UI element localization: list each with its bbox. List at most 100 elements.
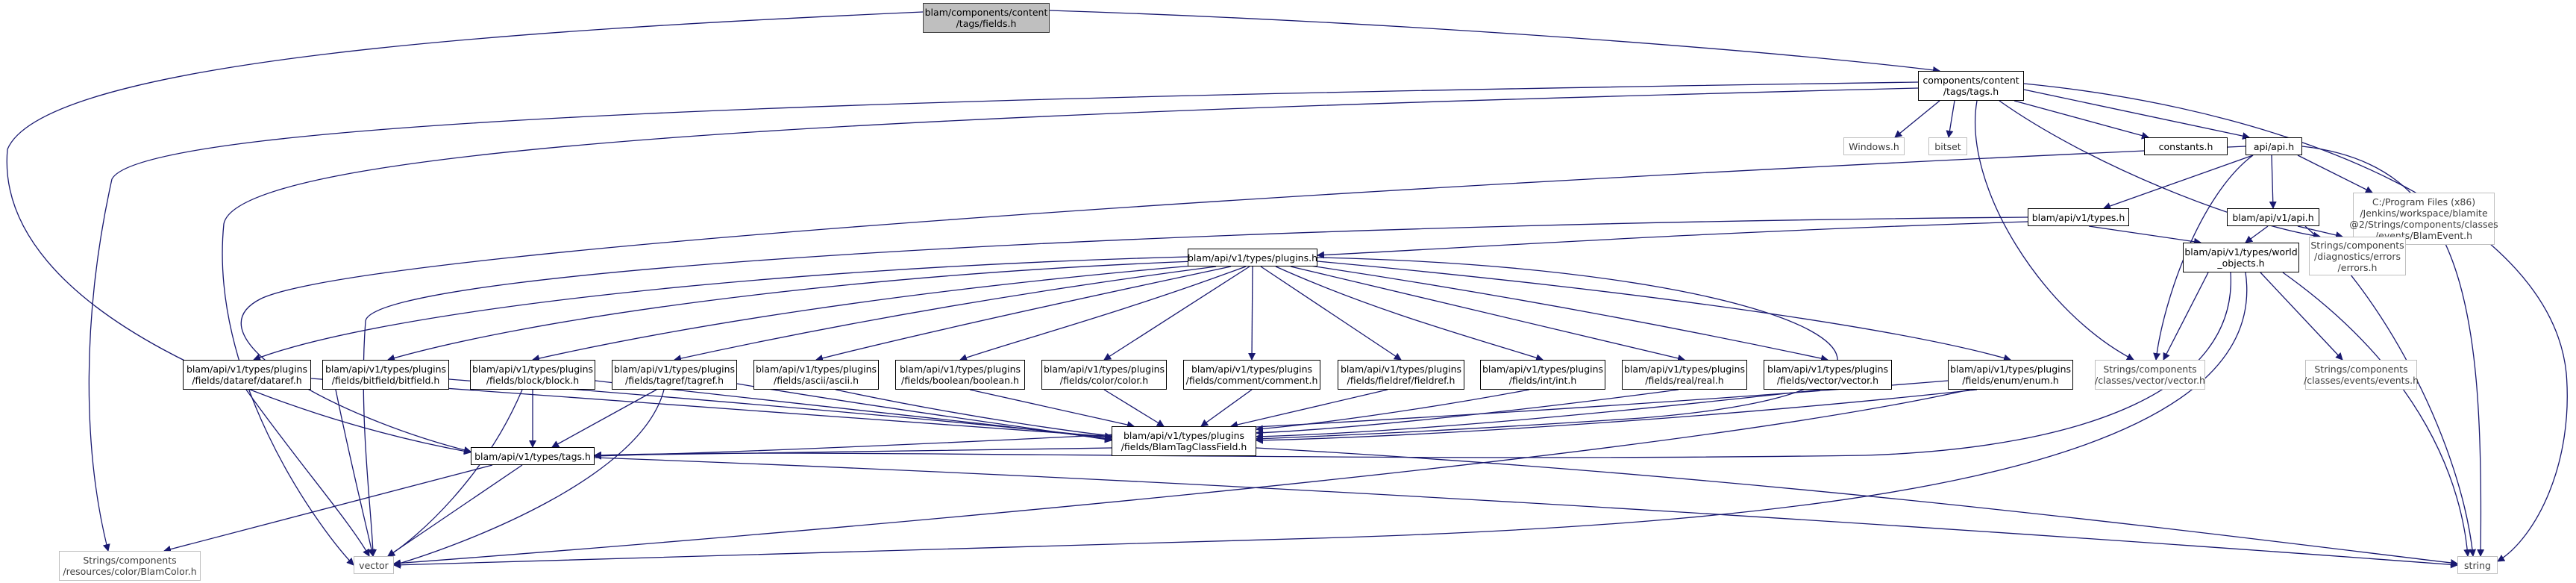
node-apiv1-types-h[interactable]: blam/api/v1/types.h (2028, 208, 2129, 226)
node-enum-h[interactable]: blam/api/v1/types/plugins/fields/enum/en… (1948, 360, 2073, 390)
node-vector: vector (354, 556, 394, 574)
node-constants-h[interactable]: constants.h (2144, 137, 2228, 155)
node-label-line: blam/api/v1/types/plugins (186, 364, 308, 375)
node-label-line: blam/api/v1/types/plugins (471, 364, 594, 375)
node-label-line: blam/api/v1/types/plugins (1191, 364, 1313, 375)
node-label-line: blam/api/v1/types/world (2184, 246, 2298, 258)
edge-block_h-vector (387, 389, 523, 557)
node-label-line: api/api.h (2253, 140, 2295, 152)
edge-plugins_h-color_h (1103, 266, 1250, 361)
node-label-line: /fields/fieldref/fieldref.h (1347, 375, 1455, 386)
node-label-line: blam/api/v1/types/plugins (1623, 364, 1746, 375)
node-label-line: blam/components/content (924, 7, 1048, 18)
edge-tagref_h-blamtagclassfield_h (736, 383, 1112, 443)
edge-fields_h-tags_h (1049, 10, 1940, 74)
node-fields-h[interactable]: blam/components/content/tags/fields.h (923, 3, 1050, 33)
node-block-h[interactable]: blam/api/v1/types/plugins/fields/block/b… (470, 360, 595, 390)
node-label-line: /tags/fields.h (956, 18, 1017, 29)
edge-blamtagclassfield_h-apiv1_tags_h (594, 447, 1112, 459)
edge-plugins_h-bitfield_h (387, 261, 1194, 362)
node-fieldref-h[interactable]: blam/api/v1/types/plugins/fields/fieldre… (1338, 360, 1464, 390)
node-events-h: Strings/components/classes/events/events… (2304, 360, 2419, 390)
edge-plugins_h-ascii_h (815, 266, 1232, 362)
edge-comment_h-blamtagclassfield_h (1200, 389, 1253, 427)
node-tags-h[interactable]: components/content/tags/tags.h (1918, 71, 2024, 101)
node-label-line: /classes/events/events.h (2304, 375, 2419, 386)
edge-blamtagclassfield_h-string (1256, 447, 2458, 567)
edge-plugins_h-blamtagclassfield_h (1256, 257, 1838, 443)
node-string: string (2457, 556, 2498, 574)
node-api-h[interactable]: api/api.h (2246, 137, 2302, 155)
node-label-line: C:/Program Files (x86) (2372, 196, 2476, 208)
node-label-line: /fields/ascii/ascii.h (774, 375, 859, 386)
node-label-line: /classes/vector/vector.h (2095, 375, 2205, 386)
node-label-line: /diagnostics/errors (2313, 250, 2401, 262)
node-blamtagclassfield-h[interactable]: blam/api/v1/types/plugins/fields/BlamTag… (1112, 426, 1256, 456)
node-tagref-h[interactable]: blam/api/v1/types/plugins/fields/tagref/… (612, 360, 737, 390)
edge-world_objects_h-string (2282, 272, 2472, 557)
node-label-line: /fields/int/int.h (1508, 375, 1577, 386)
edge-plugins_h-enum_h (1317, 261, 2011, 362)
edge-api_h-apiv1_tags_h (240, 146, 2246, 454)
node-vector-comp-h: Strings/components/classes/vector/vector… (2095, 360, 2205, 390)
node-label-line: Strings/components (2310, 239, 2404, 251)
node-label-line: /fields/tagref/tagref.h (624, 375, 724, 386)
node-label-line: blam/api/v1/types/plugins (1123, 430, 1245, 441)
node-label-line: blam/api/v1/types/plugins (1340, 364, 1462, 375)
node-label-line: string (2464, 559, 2491, 571)
edge-plugins_h-vector_field_h (1305, 264, 1828, 363)
node-label-line: blam/api/v1/types/plugins (1482, 364, 1604, 375)
node-dataref-h[interactable]: blam/api/v1/types/plugins/fields/dataref… (183, 360, 311, 390)
node-label-line: blam/api/v1/types/plugins (755, 364, 877, 375)
node-label-line: /resources/color/BlamColor.h (63, 566, 197, 577)
node-label-line: blam/api/v1/types/plugins (1043, 364, 1165, 375)
edge-api_h-apiv1_api_h (2269, 155, 2277, 209)
edge-color_h-blamtagclassfield_h (1103, 389, 1165, 427)
edge-api_h-string (2301, 146, 2485, 557)
edge-plugins_h-dataref_h (253, 256, 1188, 361)
node-apiv1-tags-h[interactable]: blam/api/v1/types/tags.h (471, 447, 595, 465)
node-label-line: Strings/components (2314, 364, 2408, 375)
node-real-h[interactable]: blam/api/v1/types/plugins/fields/real/re… (1622, 360, 1747, 390)
node-label-line: @2/Strings/components/classes (2349, 219, 2498, 230)
edge-tags_h-bitset (1946, 100, 1955, 138)
node-label-line: blam/api/v1/types/plugins (613, 364, 736, 375)
edge-vector_field_h-blamtagclassfield_h (1256, 389, 1821, 440)
node-label-line: /fields/real/real.h (1645, 375, 1724, 386)
edges (6, 10, 2568, 569)
node-label-line: /fields/comment/comment.h (1185, 375, 1318, 386)
edge-world_objects_h-vector (393, 272, 2248, 569)
node-ascii-h[interactable]: blam/api/v1/types/plugins/fields/ascii/a… (753, 360, 879, 390)
node-label-line: /fields/vector/vector.h (1776, 375, 1879, 386)
edge-world_objects_h-events_h (2260, 272, 2343, 361)
node-diagnostics-errors-h: Strings/components/diagnostics/errors/er… (2309, 237, 2406, 275)
node-int-h[interactable]: blam/api/v1/types/plugins/fields/int/int… (1480, 360, 1605, 390)
edge-tags_h-vector (222, 87, 1919, 566)
node-label-line: blam/api/v1/types/plugins (1767, 364, 1889, 375)
node-label-line: /fields/BlamTagClassField.h (1121, 441, 1247, 452)
edge-ascii_h-blamtagclassfield_h (835, 389, 1120, 440)
node-comment-h[interactable]: blam/api/v1/types/plugins/fields/comment… (1183, 360, 1320, 390)
node-label-line: _objects.h (2217, 258, 2265, 269)
node-bitset: bitset (1928, 137, 1967, 155)
node-label-line: /tags/tags.h (1943, 86, 1999, 97)
node-label-line: /Jenkins/workspace/blamite (2360, 208, 2488, 219)
node-label-line: /fields/dataref/dataref.h (192, 375, 302, 386)
node-bitfield-h[interactable]: blam/api/v1/types/plugins/fields/bitfiel… (322, 360, 449, 390)
node-label-line: /fields/enum/enum.h (1962, 375, 2059, 386)
node-color-h[interactable]: blam/api/v1/types/plugins/fields/color/c… (1041, 360, 1167, 390)
node-plugins-h[interactable]: blam/api/v1/types/plugins.h (1188, 249, 1317, 266)
node-label-line: /fields/color/color.h (1059, 375, 1149, 386)
edge-int_h-blamtagclassfield_h (1256, 389, 1530, 433)
edge-bitfield_h-vector (335, 389, 375, 557)
node-apiv1-api-h[interactable]: blam/api/v1/api.h (2227, 208, 2319, 226)
edge-apiv1_types_h-world_objects_h (2088, 225, 2201, 246)
edge-tags_h-constants_h (2014, 100, 2149, 140)
edge-api_h-blamevent_h (2297, 155, 2373, 193)
node-world-objects-h[interactable]: blam/api/v1/types/world_objects.h (2183, 243, 2299, 272)
node-vector-field-h[interactable]: blam/api/v1/types/plugins/fields/vector/… (1764, 360, 1892, 390)
edge-plugins_h-block_h (532, 264, 1202, 362)
node-boolean-h[interactable]: blam/api/v1/types/plugins/fields/boolean… (895, 360, 1025, 390)
edge-enum_h-vector (393, 389, 1970, 567)
edge-boolean_h-blamtagclassfield_h (969, 389, 1135, 428)
